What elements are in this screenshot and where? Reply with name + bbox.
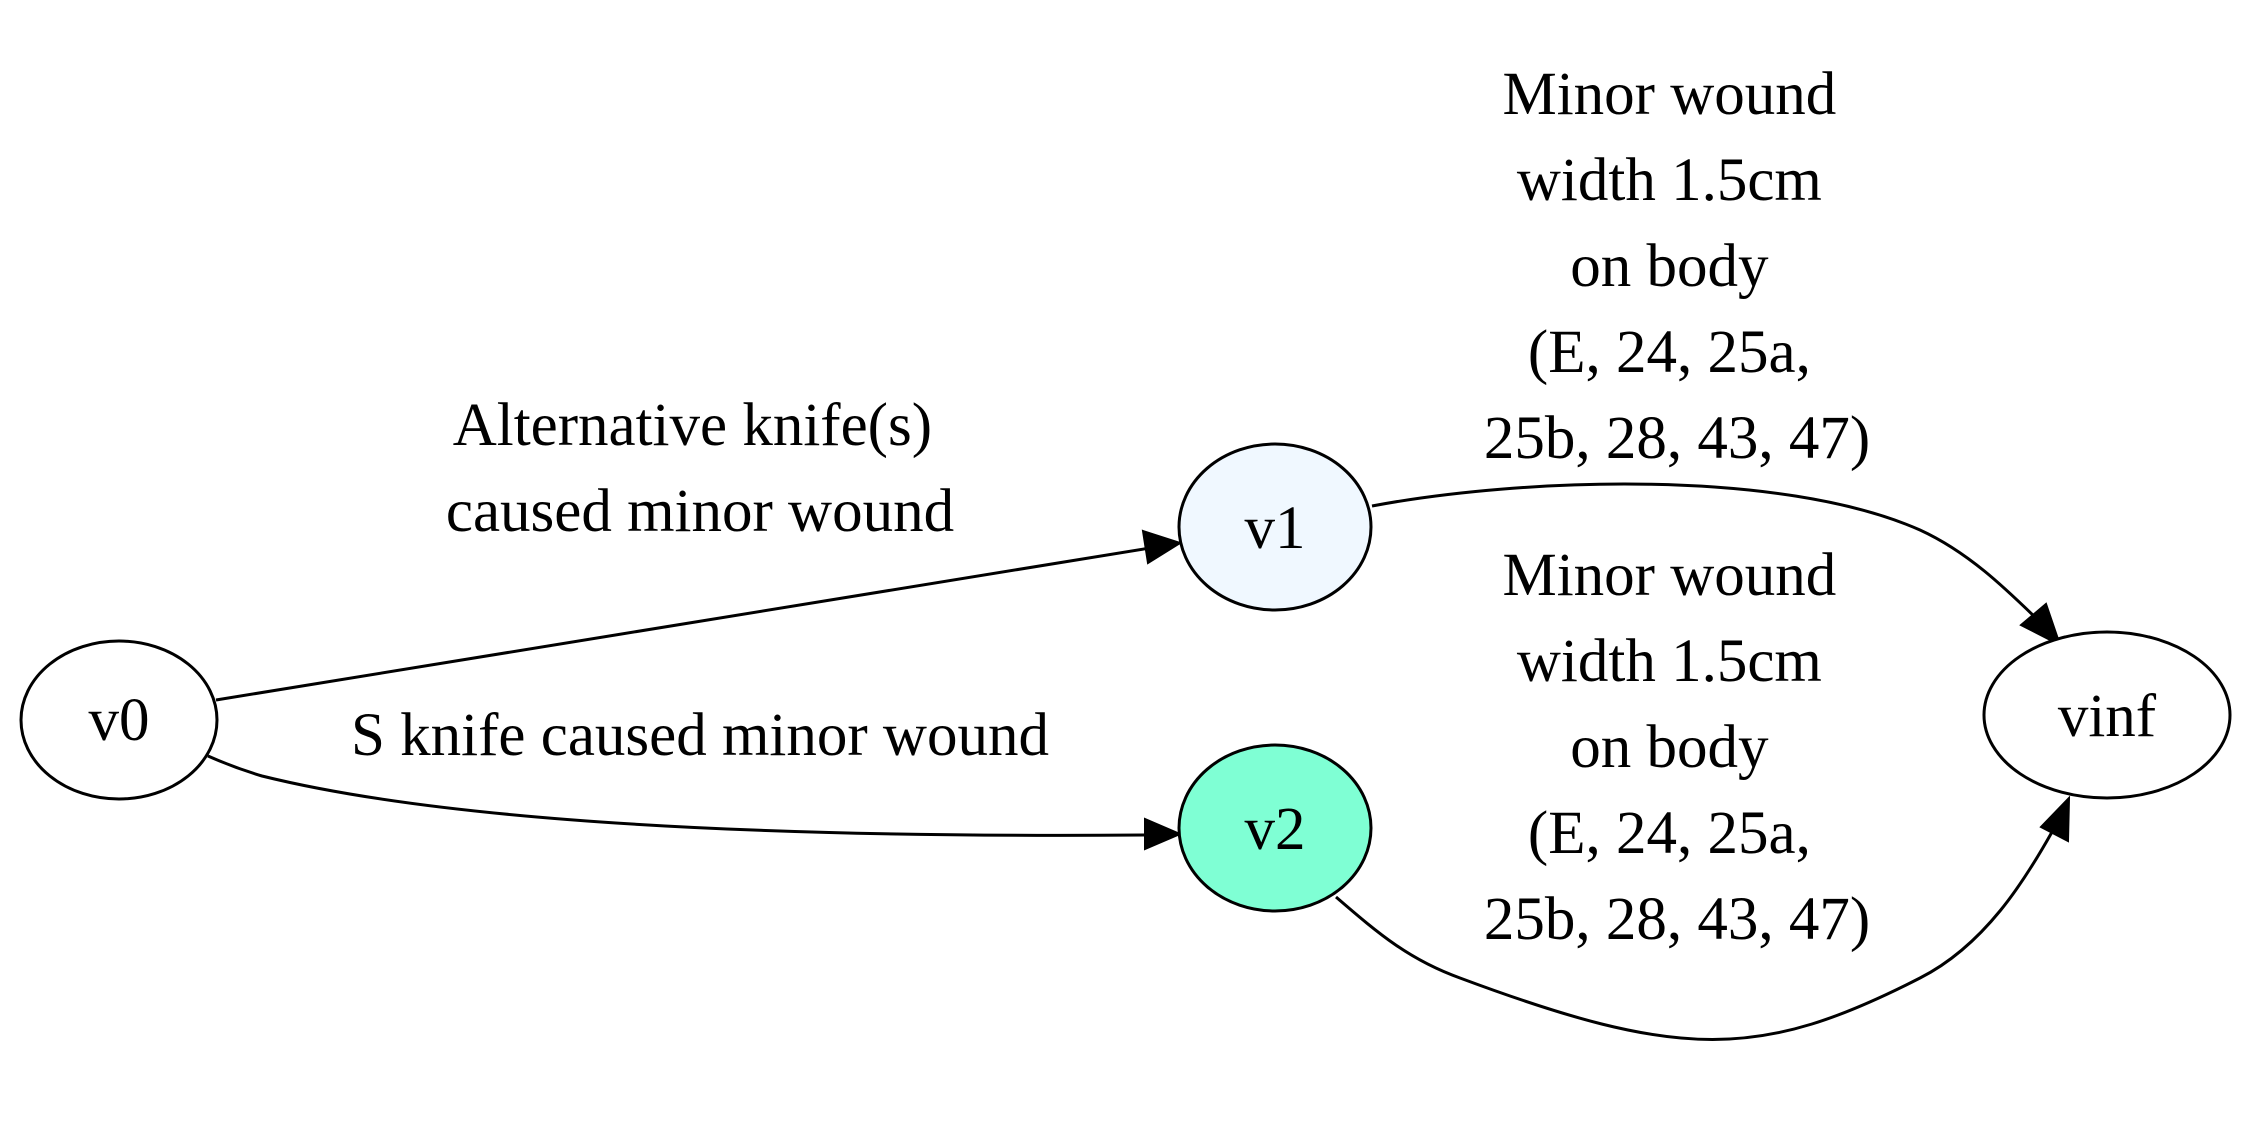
- edge-v0-v1-label: Alternative knife(s) caused minor wound: [446, 392, 954, 545]
- edge-v2-vinf-label-line: (E, 24, 25a,: [1528, 800, 1811, 867]
- node-vinf[interactable]: vinf: [1982, 630, 2232, 800]
- edge-v0-v2-line: [207, 754, 1149, 837]
- node-v0-shape: [19, 639, 219, 801]
- edge-v2-vinf-label-line: width 1.5cm: [1517, 628, 1822, 695]
- edge-v0-v2-label-line: S knife caused minor wound: [351, 702, 1049, 769]
- node-v2[interactable]: v2: [1177, 743, 1373, 913]
- edge-v0-v2: S knife caused minor wound: [207, 702, 1183, 851]
- edge-v2-vinf-label-line: Minor wound: [1502, 542, 1836, 609]
- edge-v1-vinf-label-line: Minor wound: [1502, 61, 1836, 128]
- edge-v2-vinf-label-line: on body: [1570, 714, 1769, 781]
- node-vinf-label: vinf: [2058, 683, 2157, 750]
- edge-v1-vinf-label: Minor wound width 1.5cm on body (E, 24, …: [1484, 61, 1870, 472]
- edge-v2-vinf-label-line: 25b, 28, 43, 47): [1484, 886, 1870, 953]
- edge-v1-vinf-label-line: on body: [1570, 233, 1769, 300]
- edge-v2-vinf-arrowhead: [2039, 795, 2071, 843]
- node-v2-label: v2: [1245, 796, 1306, 863]
- edge-v2-vinf-line: [1335, 831, 2054, 1041]
- edge-v0-v1-arrowhead: [1141, 529, 1183, 565]
- edge-v1-vinf: Minor wound width 1.5cm on body (E, 24, …: [1371, 61, 2062, 648]
- edge-v2-vinf: Minor wound width 1.5cm on body (E, 24, …: [1335, 542, 2071, 1041]
- node-v0-label: v0: [89, 687, 150, 754]
- node-v1-label: v1: [1245, 495, 1306, 562]
- node-v1[interactable]: v1: [1177, 442, 1373, 612]
- edge-v1-vinf-label-line: (E, 24, 25a,: [1528, 319, 1811, 386]
- edge-v0-v1-label-line: Alternative knife(s): [453, 392, 932, 459]
- edge-v0-v2-label: S knife caused minor wound: [351, 702, 1049, 769]
- edge-v1-vinf-label-line: width 1.5cm: [1517, 147, 1822, 214]
- node-vinf-shape: [1982, 630, 2232, 800]
- node-v0[interactable]: v0: [19, 639, 219, 801]
- edge-v2-vinf-label: Minor wound width 1.5cm on body (E, 24, …: [1484, 542, 1870, 953]
- edge-v1-vinf-line: [1371, 482, 2040, 622]
- edge-v1-vinf-label-line: 25b, 28, 43, 47): [1484, 405, 1870, 472]
- node-v1-shape: [1177, 442, 1373, 612]
- edge-v1-vinf-arrowhead: [2019, 602, 2062, 648]
- edge-v0-v2-arrowhead: [1144, 817, 1183, 851]
- edge-v0-v1-line: [215, 546, 1151, 702]
- edge-v0-v1-label-line: caused minor wound: [446, 478, 954, 545]
- node-v2-shape: [1177, 743, 1373, 913]
- edge-v0-v1: Alternative knife(s) caused minor wound: [215, 392, 1183, 702]
